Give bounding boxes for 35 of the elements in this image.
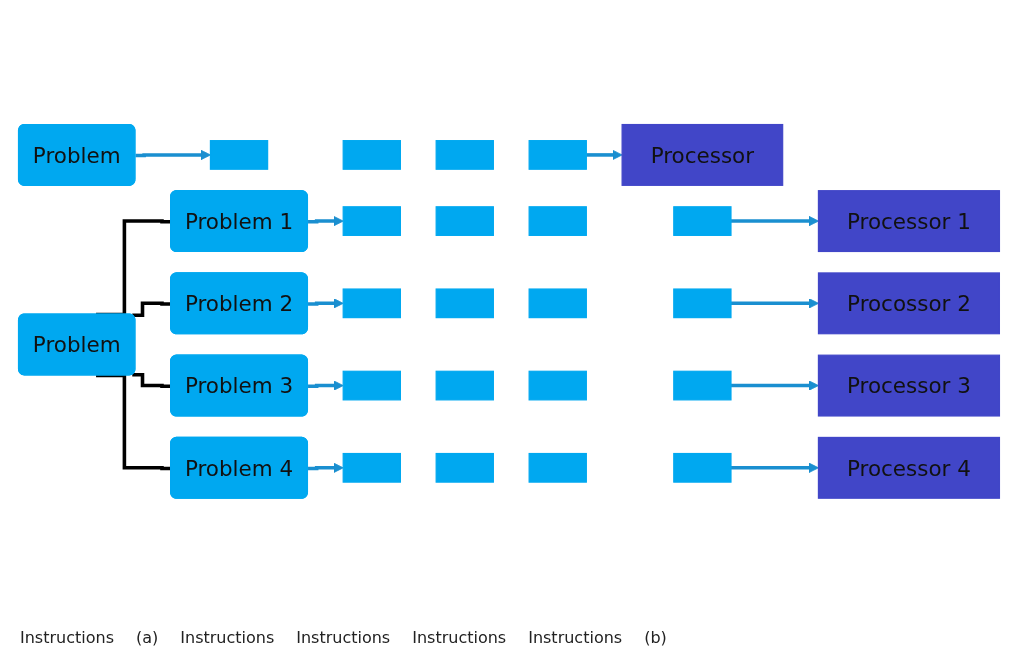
node-bar [672, 288, 732, 318]
node-box: Processor [621, 123, 783, 186]
node-bar [342, 205, 401, 236]
node-box: Processor 3 [817, 354, 1000, 417]
node-bar [209, 139, 268, 170]
node-bar [528, 288, 587, 318]
node-bar [528, 370, 587, 401]
node-bar [672, 370, 732, 401]
label-text: (b) [644, 628, 667, 647]
node-box: Processor 1 [817, 189, 1000, 252]
connector [95, 373, 171, 470]
label-text: Instructions [180, 628, 275, 647]
node-bar [672, 205, 732, 236]
node-box: Procossor 2 [817, 271, 1000, 334]
label-text: Instructions [20, 628, 114, 647]
label-text: Instructions [412, 628, 507, 647]
node-bar [342, 452, 401, 483]
label-text: Instructions [528, 628, 623, 647]
node-bar [342, 139, 401, 170]
node-bar [435, 205, 494, 236]
node-bar [528, 452, 587, 483]
node-bar [435, 452, 494, 483]
node-bar [528, 205, 587, 236]
connector [131, 301, 171, 317]
node-bar [342, 288, 401, 318]
node-box: Processor 4 [817, 436, 1000, 499]
node-bar [342, 370, 401, 401]
node-bar [672, 452, 732, 483]
node-bar [435, 370, 494, 401]
connector [131, 372, 171, 388]
label-text: Instructions [296, 628, 391, 647]
node-bar [435, 288, 494, 318]
node-bar [528, 139, 587, 170]
label-text: (a) [135, 628, 159, 647]
node-bar [435, 139, 494, 170]
